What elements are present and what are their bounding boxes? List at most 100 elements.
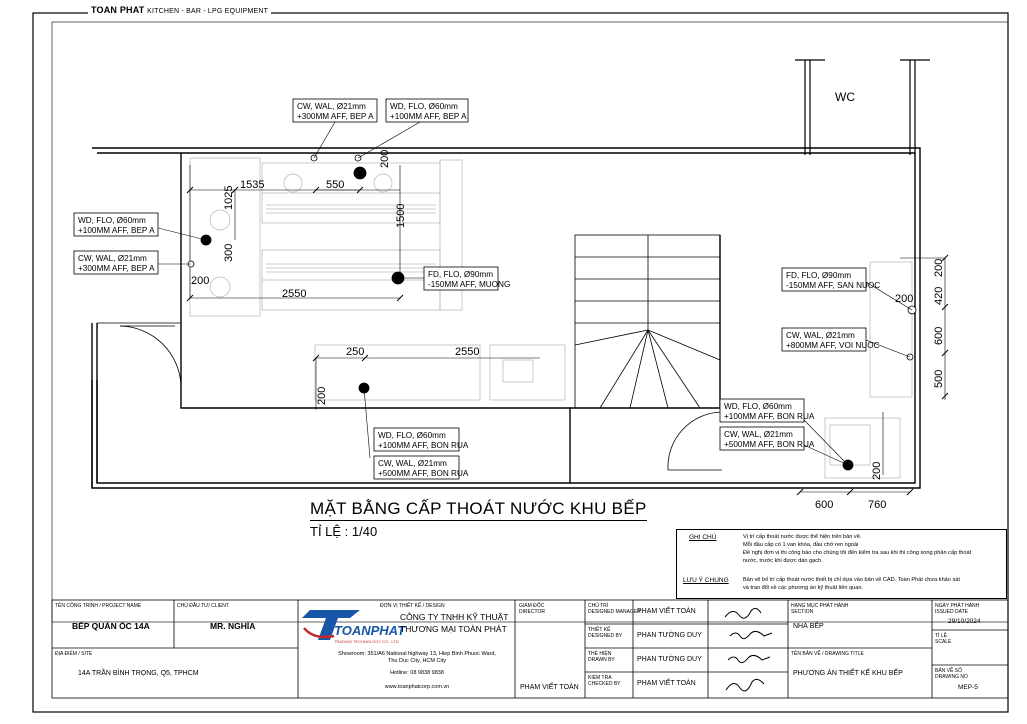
scale-label: TỈ LỆ — [935, 633, 947, 639]
callout-4-line1: FD, FLO, Ø90mm — [428, 270, 493, 279]
client-value: MR. NGHĨA — [210, 621, 256, 631]
project-label: TÊN CÔNG TRÌNH / PROJECT NAME — [55, 603, 142, 609]
dimension-lines — [189, 165, 946, 493]
drawing-scale: TỈ LỆ : 1/40 — [310, 524, 378, 539]
dim-550: 550 — [326, 179, 344, 191]
showroom-line-2: Thu Duc City, HCM City — [388, 658, 446, 664]
ghi-chu-item-2: Mỗi đầu cấp có 1 van khóa, đầu chờ ren n… — [743, 542, 859, 548]
dim-200-mid: 200 — [316, 387, 328, 405]
title-block-grid — [51, 599, 1009, 699]
dimension-labels: 1535 550 200 1025 1500 300 200 2550 250 … — [191, 150, 945, 511]
callout-5-line2: -150MM AFF, SAN NUOC — [786, 281, 880, 290]
drawing-title-value: PHƯƠNG ÁN THIẾT KẾ KHU BẾP — [793, 670, 903, 677]
director-label-en: DIRECTOR — [519, 609, 546, 615]
callout-texts: CW, WAL, Ø21mm +300MM AFF, BEP A WD, FLO… — [78, 102, 880, 478]
brand-tagline: KITCHEN - BAR - LPG EQUIPMENT — [147, 8, 269, 15]
signatures — [724, 607, 773, 692]
role-3-label: THỂ HIỆN — [588, 651, 612, 657]
ghi-chu-label: GHI CHÚ — [689, 534, 717, 541]
luu-y-item-1: Bản vẽ bố trí cấp thoát nước thiết bị ch… — [743, 577, 960, 583]
callout-0-line1: CW, WAL, Ø21mm — [297, 102, 366, 111]
company-name-2: THƯƠNG MẠI TOÀN PHÁT — [400, 624, 507, 634]
callout-box-3 — [73, 250, 159, 275]
door-left — [97, 322, 182, 387]
callout-box-2 — [73, 212, 159, 237]
callout-3-line2: +300MM AFF, BEP A — [78, 264, 155, 273]
company-logo-sub: TRADING TECHNOLOGY CO., LTD — [334, 639, 399, 644]
brand-name: TOAN PHAT — [91, 5, 145, 15]
callout-box-0 — [292, 98, 378, 123]
dim-300: 300 — [223, 244, 235, 262]
issue-date-label: NGÀY PHÁT HÀNH — [935, 603, 980, 609]
role-2-name: PHAN TƯỜNG DUY — [637, 632, 702, 639]
dim-200-top: 200 — [379, 150, 391, 168]
dim-600-bottom: 600 — [815, 499, 833, 511]
ghi-chu-item-3: Đề nghị đơn vị thi công báo cho chúng tô… — [743, 550, 972, 556]
callout-7-line1: WD, FLO, Ø60mm — [724, 402, 792, 411]
dim-200-sink: 200 — [895, 293, 913, 305]
company-logo-mark — [302, 610, 360, 640]
drawing-title-label: TÊN BẢN VẼ / DRAWING TITLE — [791, 651, 864, 657]
website[interactable]: www.toanphatcorp.com.vn — [384, 684, 450, 690]
callout-box-4 — [423, 266, 499, 291]
role-3-label-en: DRAWN BY — [588, 657, 615, 663]
door-right — [667, 411, 723, 471]
luu-y-label: LƯU Ý CHUNG — [683, 577, 729, 584]
callout-9-line2: +100MM AFF, BON RUA — [378, 441, 469, 450]
issue-date-value: 29/10/2024 — [948, 618, 981, 625]
kitchen-equipment — [189, 157, 913, 479]
callout-7-line2: +100MM AFF, BON RUA — [724, 412, 815, 421]
dim-1025: 1025 — [223, 186, 235, 210]
project-value: BẾP QUÁN ỐC 14A — [72, 621, 150, 631]
client-label: CHỦ ĐẦU TƯ/ CLIENT — [177, 603, 229, 609]
director-label: GIÁM ĐỐC — [519, 603, 545, 609]
dimension-ticks — [186, 186, 949, 496]
callout-box-5 — [781, 267, 867, 292]
callout-1-line2: +100MM AFF, BEP A — [390, 112, 467, 121]
role-4-label: KIỂM TRA — [588, 675, 612, 681]
signature-2 — [729, 630, 773, 640]
leader-lines — [157, 121, 913, 466]
role-3-name: PHAN TƯỜNG DUY — [637, 656, 702, 663]
callout-box-6 — [781, 327, 867, 352]
dim-1535: 1535 — [240, 179, 264, 191]
callout-6-line1: CW, WAL, Ø21mm — [786, 331, 855, 340]
callout-0-line2: +300MM AFF, BEP A — [297, 112, 374, 121]
director-name: PHẠM VIẾT TOÀN — [520, 684, 579, 691]
role-2-label: THIẾT KẾ — [588, 627, 611, 633]
wc-room — [795, 59, 930, 155]
section-label: HẠNG MỤC PHÁT HÀNH — [791, 603, 849, 609]
callout-5-line1: FD, FLO, Ø90mm — [786, 271, 851, 280]
signature-4 — [725, 678, 765, 692]
callout-9-line1: WD, FLO, Ø60mm — [378, 431, 446, 440]
dim-500: 500 — [933, 370, 945, 388]
section-label-en: SECTION — [791, 609, 814, 615]
callout-box-9 — [373, 427, 460, 452]
callout-box-10 — [373, 455, 460, 480]
dim-200-bottom: 200 — [871, 462, 883, 480]
company-name-1: CÔNG TY TNHH KỸ THUẬT — [400, 612, 509, 622]
callout-8-line2: +500MM AFF, BON RUA — [724, 440, 815, 449]
dim-200-right: 200 — [933, 259, 945, 277]
callout-box-7 — [719, 398, 805, 423]
callout-box-8 — [719, 426, 805, 451]
callout-2-line2: +100MM AFF, BEP A — [78, 226, 155, 235]
callout-10-line1: CW, WAL, Ø21mm — [378, 459, 447, 468]
design-label: ĐƠN VỊ THIẾT KẾ / DESIGN — [380, 603, 445, 609]
callout-2-line1: WD, FLO, Ø60mm — [78, 216, 146, 225]
pipe-wd-large — [353, 166, 367, 180]
site-value: 14A TRẦN BÌNH TRỌNG, Q5, TPHCM — [78, 670, 199, 677]
callout-10-line2: +500MM AFF, BON RUA — [378, 469, 469, 478]
staircase — [574, 234, 721, 409]
dim-250: 250 — [346, 346, 364, 358]
ghi-chu-item-1: Vị trí cấp thoát nước được thể hiện trên… — [743, 534, 862, 540]
signature-1 — [724, 607, 762, 619]
luu-y-item-2: và trao đổi về các phương án kỹ thuật li… — [743, 585, 863, 591]
notes-box: GHI CHÚ Vị trí cấp thoát nước được thể h… — [676, 529, 1007, 599]
callout-box-1 — [385, 98, 469, 123]
role-1-name: PHẠM VIẾT TOÀN — [637, 608, 696, 615]
wc-label: WC — [835, 90, 855, 104]
role-1-label-en: DESIGNED MANAGER — [588, 609, 641, 615]
sheet-header: TOAN PHAT KITCHEN - BAR - LPG EQUIPMENT — [88, 5, 272, 15]
